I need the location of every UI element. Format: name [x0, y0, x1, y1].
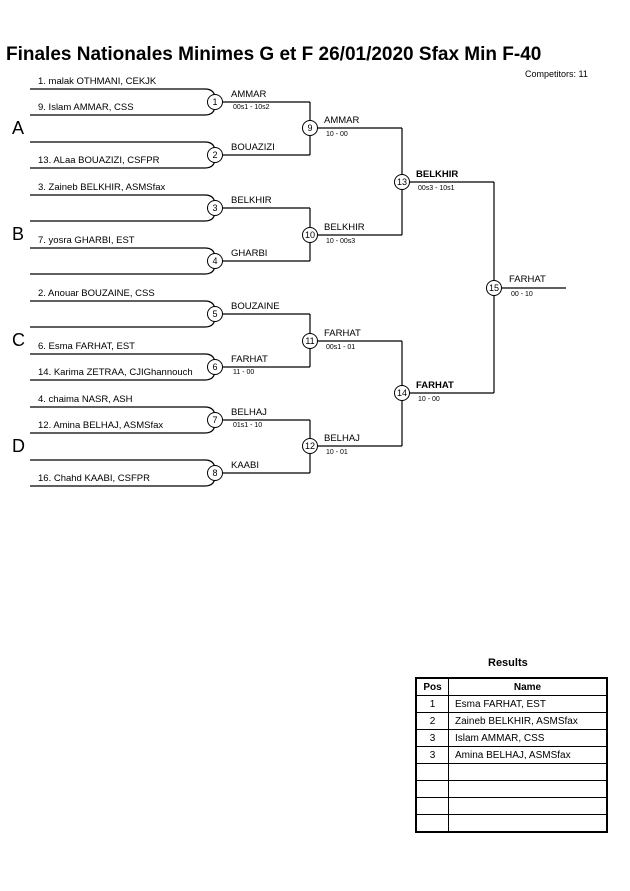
- match-number: 10: [302, 227, 318, 243]
- match-winner: BELHAJ: [324, 433, 360, 444]
- result-name: Zaineb BELKHIR, ASMSfax: [448, 712, 608, 730]
- match-number: 11: [302, 333, 318, 349]
- match-score: 10 - 00s3: [326, 238, 356, 245]
- result-name: Esma FARHAT, EST: [448, 695, 608, 713]
- page-title: Finales Nationales Minimes G et F 26/01/…: [6, 44, 542, 65]
- match-winner: BELHAJ: [231, 407, 267, 418]
- match-number: 14: [394, 385, 410, 401]
- pool-label-c: C: [12, 330, 25, 350]
- match-winner: AMMAR: [231, 89, 267, 100]
- entry-name: 7. yosra GHARBI, EST: [38, 235, 135, 246]
- match-winner: AMMAR: [324, 115, 360, 126]
- pool-label-d: D: [12, 436, 25, 456]
- results-title: Results: [488, 657, 528, 669]
- results-row: [415, 763, 608, 781]
- entry-name: 13. ALaa BOUAZIZI, CSFPR: [38, 155, 160, 166]
- match-score: 00s1 - 10s2: [233, 104, 270, 111]
- result-pos: [415, 763, 449, 781]
- entry-name: 1. malak OTHMANI, CEKJK: [38, 76, 157, 87]
- match-score: 10 - 01: [326, 449, 348, 456]
- pos-column-header: Pos: [415, 677, 449, 696]
- result-name: Amina BELHAJ, ASMSfax: [448, 746, 608, 764]
- results-row: [415, 780, 608, 798]
- result-pos: 3: [415, 746, 449, 764]
- result-pos: [415, 797, 449, 815]
- match-number: 6: [207, 359, 223, 375]
- match-number: 8: [207, 465, 223, 481]
- result-name: Islam AMMAR, CSS: [448, 729, 608, 747]
- results-row: 1 Esma FARHAT, EST: [415, 695, 608, 713]
- match-winner: BELKHIR: [416, 169, 459, 180]
- results-row: [415, 814, 608, 833]
- match-score: 10 - 00: [326, 131, 348, 138]
- match-score: 01s1 - 10: [233, 422, 263, 429]
- match-number: 7: [207, 412, 223, 428]
- entry-name: 3. Zaineb BELKHIR, ASMSfax: [38, 182, 166, 193]
- entry-name: 4. chaima NASR, ASH: [38, 394, 133, 405]
- competitors-count: Competitors: 11: [525, 69, 588, 79]
- result-pos: 2: [415, 712, 449, 730]
- result-pos: [415, 814, 449, 833]
- entry-name: 6. Esma FARHAT, EST: [38, 341, 135, 352]
- result-pos: [415, 780, 449, 798]
- match-winner: FARHAT: [324, 328, 361, 339]
- match-winner: BELKHIR: [324, 222, 365, 233]
- entry-name: 9. Islam AMMAR, CSS: [38, 102, 134, 113]
- name-column-header: Name: [448, 677, 608, 696]
- match-winner: GHARBI: [231, 248, 268, 259]
- match-winner: FARHAT: [416, 380, 454, 391]
- match-score: 10 - 00: [418, 396, 440, 403]
- match-number: 5: [207, 306, 223, 322]
- final-score: 00 - 10: [511, 291, 533, 298]
- match-number: 9: [302, 120, 318, 136]
- match-number: 2: [207, 147, 223, 163]
- result-name: [448, 780, 608, 798]
- pool-label-a: A: [12, 118, 25, 138]
- match-number: 4: [207, 253, 223, 269]
- match-number: 3: [207, 200, 223, 216]
- entry-name: 2. Anouar BOUZAINE, CSS: [38, 288, 155, 299]
- entry-name: 12. Amina BELHAJ, ASMSfax: [38, 420, 164, 431]
- match-number: 15: [486, 280, 502, 296]
- result-name: [448, 814, 608, 833]
- final-winner: FARHAT: [509, 274, 546, 285]
- match-winner: KAABI: [231, 460, 259, 471]
- results-row: 2 Zaineb BELKHIR, ASMSfax: [415, 712, 608, 730]
- result-name: [448, 797, 608, 815]
- results-table: Pos Name 1 Esma FARHAT, EST 2 Zaineb BEL…: [415, 677, 608, 833]
- results-row: 3 Islam AMMAR, CSS: [415, 729, 608, 747]
- entry-name: 14. Karima ZETRAA, CJIGhannouch: [38, 367, 193, 378]
- results-row: [415, 797, 608, 815]
- match-score: 00s1 - 01: [326, 344, 356, 351]
- result-name: [448, 763, 608, 781]
- result-pos: 1: [415, 695, 449, 713]
- match-number: 12: [302, 438, 318, 454]
- match-winner: BOUAZIZI: [231, 142, 275, 153]
- results-row: 3 Amina BELHAJ, ASMSfax: [415, 746, 608, 764]
- match-score: 11 - 00: [233, 369, 255, 376]
- result-pos: 3: [415, 729, 449, 747]
- entry-name: 16. Chahd KAABI, CSFPR: [38, 473, 150, 484]
- match-number: 13: [394, 174, 410, 190]
- pool-label-b: B: [12, 224, 25, 244]
- match-winner: FARHAT: [231, 354, 268, 365]
- match-winner: BELKHIR: [231, 195, 272, 206]
- match-winner: BOUZAINE: [231, 301, 280, 312]
- match-score: 00s3 - 10s1: [418, 185, 455, 192]
- match-number: 1: [207, 94, 223, 110]
- results-header-row: Pos Name: [415, 677, 608, 696]
